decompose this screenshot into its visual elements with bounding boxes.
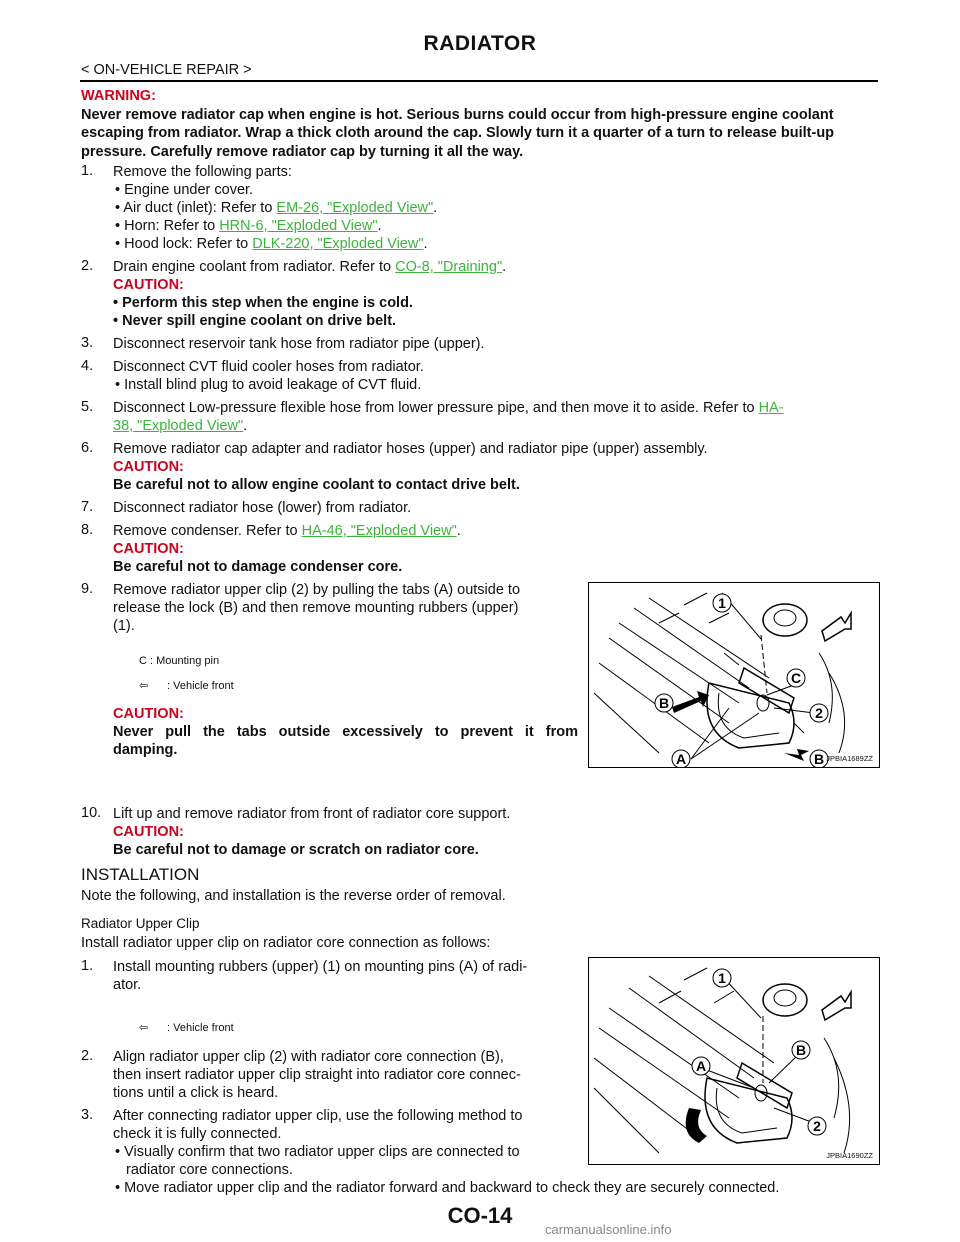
caution-label: CAUTION: [113, 824, 184, 840]
step-text: Disconnect CVT fluid cooler hoses from r… [113, 359, 424, 375]
step-number: 3. [81, 335, 94, 351]
step-number: 8. [81, 522, 94, 538]
step-text: (1). [113, 618, 135, 634]
step-number: 5. [81, 399, 94, 415]
bullet-item-cont: radiator core connections. [126, 1162, 293, 1178]
ref-link-ha46[interactable]: HA-46, "Exploded View" [301, 523, 457, 539]
figure-clip-installation: 1 B A 2 JPBIA1690ZZ [588, 957, 880, 1165]
step-text: check it is fully connected. [113, 1126, 282, 1142]
callout-b: B [796, 1042, 806, 1058]
legend-vehicle-front: ⇦: Vehicle front [139, 680, 234, 692]
clip-removal-illustration: 1 2 C B A B [593, 592, 852, 767]
step-number: 3. [81, 1107, 94, 1123]
step-text: Remove the following parts: [113, 164, 292, 180]
caution-text: Never pull the tabs outside excessively … [113, 724, 578, 740]
figure-radiator-clip-removal: 1 2 C B A B JPBIA1689ZZ [588, 582, 880, 768]
step-text: Disconnect reservoir tank hose from radi… [113, 336, 485, 352]
front-arrow-icon: ⇦ [139, 680, 149, 692]
step-number: 4. [81, 358, 94, 374]
header-rule [80, 80, 878, 82]
section-label: < ON-VEHICLE REPAIR > [81, 62, 252, 78]
callout-c: C [791, 670, 801, 686]
warning-label: WARNING: [81, 88, 156, 104]
callout-a: A [696, 1058, 706, 1074]
step-number: 2. [81, 1048, 94, 1064]
page-title: RADIATOR [423, 32, 537, 55]
section-heading-installation: INSTALLATION [81, 865, 200, 884]
step-number: 6. [81, 440, 94, 456]
callout-a: A [676, 751, 686, 767]
bullet-item: • Install blind plug to avoid leakage of… [115, 377, 422, 393]
watermark: carmanualsonline.info [545, 1222, 672, 1237]
ref-link-em26[interactable]: EM-26, "Exploded View" [276, 200, 434, 216]
ref-link-co8[interactable]: CO-8, "Draining" [395, 259, 503, 275]
bullet-item: • Air duct (inlet): Refer to EM-26, "Exp… [115, 200, 438, 216]
caution-text: Be careful not to damage condenser core. [113, 559, 403, 575]
callout-b: B [659, 695, 669, 711]
step-number: 9. [81, 581, 94, 597]
step-text: Disconnect Low-pressure flexible hose fr… [113, 400, 784, 416]
caution-text: • Perform this step when the engine is c… [113, 295, 413, 311]
front-arrow-icon: ⇦ [139, 1022, 149, 1034]
step-number: 10. [81, 805, 102, 821]
caution-text: Be careful not to damage or scratch on r… [113, 842, 479, 858]
callout-2: 2 [813, 1118, 821, 1134]
step-text: Drain engine coolant from radiator. Refe… [113, 259, 507, 275]
caution-text: Be careful not to allow engine coolant t… [113, 477, 520, 493]
legend-mounting-pin: C : Mounting pin [139, 655, 220, 667]
legend-vehicle-front: ⇦: Vehicle front [139, 1022, 234, 1034]
step-text: Align radiator upper clip (2) with radia… [113, 1049, 504, 1065]
step-number: 2. [81, 258, 94, 274]
caution-text: damping. [113, 742, 178, 758]
caution-label: CAUTION: [113, 277, 184, 293]
step-text: After connecting radiator upper clip, us… [113, 1108, 523, 1124]
step-number: 1. [81, 958, 94, 974]
ref-link-ha38-cont[interactable]: 38, "Exploded View" [113, 418, 244, 434]
caution-label: CAUTION: [113, 459, 184, 475]
subheading-upper-clip: Radiator Upper Clip [81, 916, 200, 931]
callout-2: 2 [815, 705, 823, 721]
step-text: tions until a click is heard. [113, 1085, 279, 1101]
bullet-item: • Visually confirm that two radiator upp… [115, 1144, 520, 1160]
step-text: Lift up and remove radiator from front o… [113, 806, 511, 822]
step-text: Remove radiator upper clip (2) by pullin… [113, 582, 521, 598]
step-text: then insert radiator upper clip straight… [113, 1067, 521, 1083]
caution-label: CAUTION: [113, 541, 184, 557]
step-number: 1. [81, 163, 94, 179]
ref-link-hrn6[interactable]: HRN-6, "Exploded View" [219, 218, 378, 234]
caution-text: • Never spill engine coolant on drive be… [113, 313, 397, 329]
step-text-cont: 38, "Exploded View". [113, 418, 248, 434]
callout-1: 1 [718, 595, 726, 611]
clip-installation-illustration: 1 B A 2 [593, 967, 852, 1154]
bullet-item: • Engine under cover. [115, 182, 254, 198]
warning-text: Never remove radiator cap when engine is… [81, 106, 835, 160]
installation-intro: Install radiator upper clip on radiator … [81, 935, 491, 951]
figure-id: JPBIA1690ZZ [826, 1151, 873, 1160]
step-text: Remove condenser. Refer to HA-46, "Explo… [113, 523, 461, 539]
bullet-item: • Hood lock: Refer to DLK-220, "Exploded… [115, 236, 428, 252]
step-text: release the lock (B) and then remove mou… [113, 600, 519, 616]
warning-block: WARNING: Never remove radiator cap when … [81, 87, 881, 161]
step-text: Remove radiator cap adapter and radiator… [113, 441, 708, 457]
caution-label: CAUTION: [113, 706, 184, 722]
ref-link-ha38[interactable]: HA- [758, 400, 784, 416]
step-text: ator. [113, 977, 142, 993]
callout-1: 1 [718, 970, 726, 986]
ref-link-dlk220[interactable]: DLK-220, "Exploded View" [252, 236, 424, 252]
step-number: 7. [81, 499, 94, 515]
figure-id: JPBIA1689ZZ [826, 754, 873, 763]
step-text: Disconnect radiator hose (lower) from ra… [113, 500, 412, 516]
callout-b: B [814, 751, 824, 767]
step-text: Install mounting rubbers (upper) (1) on … [113, 959, 528, 975]
installation-note: Note the following, and installation is … [81, 888, 506, 904]
bullet-item: • Move radiator upper clip and the radia… [115, 1180, 780, 1196]
page-number: CO-14 [447, 1203, 513, 1228]
bullet-item: • Horn: Refer to HRN-6, "Exploded View". [115, 218, 382, 234]
